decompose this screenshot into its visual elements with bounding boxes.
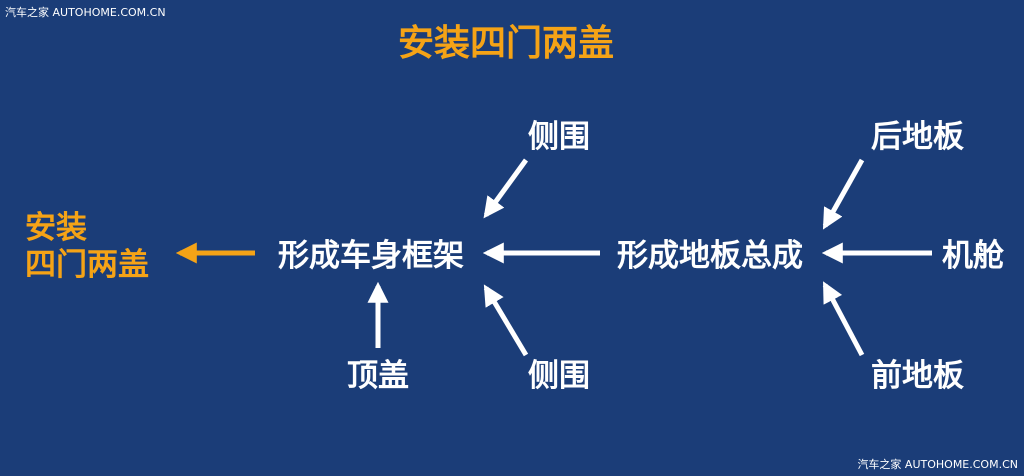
node-form-body-frame: 形成车身框架 xyxy=(278,238,464,274)
page-title: 安装四门两盖 xyxy=(398,23,615,64)
node-install-doors-hoods-line1: 安装 xyxy=(25,210,87,246)
node-side-panel-bottom: 侧围 xyxy=(528,358,590,394)
node-engine-bay: 机舱 xyxy=(942,238,1004,274)
arrow-side-top-to-frame xyxy=(483,158,529,219)
node-install-doors-hoods-line2: 四门两盖 xyxy=(25,247,149,283)
node-roof: 顶盖 xyxy=(347,358,409,394)
arrow-front-floor-to-floor xyxy=(822,281,865,357)
node-side-panel-top: 侧围 xyxy=(528,119,590,155)
arrow-side-bottom-to-frame xyxy=(483,284,529,357)
node-front-floor: 前地板 xyxy=(871,358,964,394)
node-rear-floor: 后地板 xyxy=(871,119,964,155)
watermark-top-left: 汽车之家 AUTOHOME.COM.CN xyxy=(5,6,166,19)
watermark-bottom-right: 汽车之家 AUTOHOME.COM.CN xyxy=(857,458,1018,471)
arrow-rear-floor-to-floor xyxy=(822,158,865,230)
node-form-floor-assembly: 形成地板总成 xyxy=(617,238,803,274)
